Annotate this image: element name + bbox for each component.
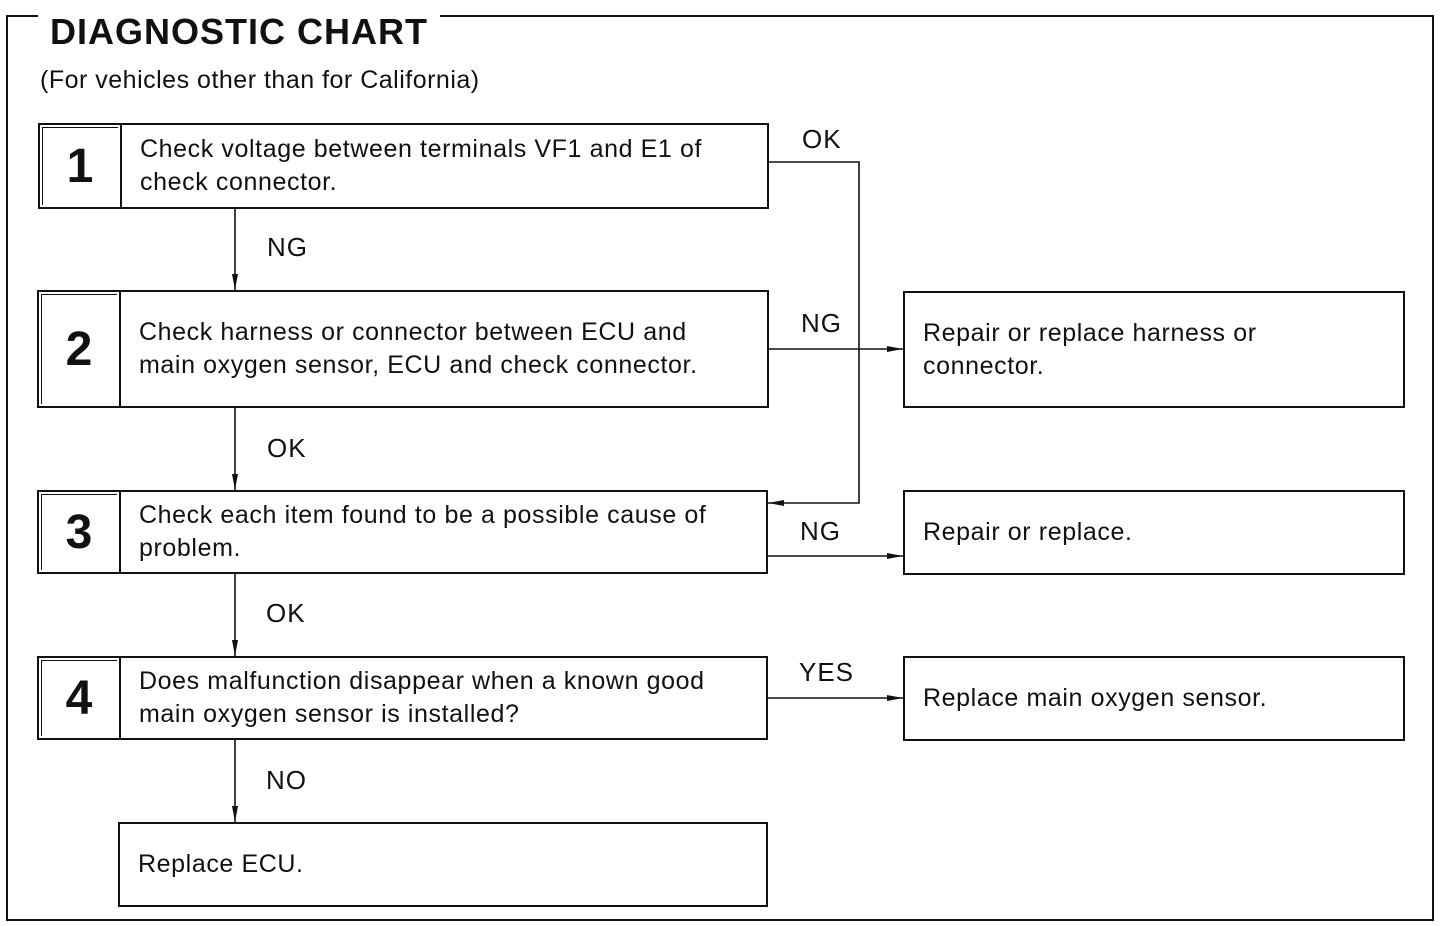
result-replace-ecu: Replace ECU. bbox=[118, 822, 768, 907]
step-1-text: Check voltage between terminals VF1 and … bbox=[140, 135, 703, 196]
step-2-box: 2 Check harness or connector between ECU… bbox=[37, 290, 769, 408]
step-4-box: 4 Does malfunction disappear when a know… bbox=[37, 656, 768, 740]
step-1-box: 1 Check voltage between terminals VF1 an… bbox=[38, 123, 769, 209]
result-repair-harness: Repair or replace harness or connector. bbox=[903, 291, 1405, 408]
step-3-box: 3 Check each item found to be a possible… bbox=[37, 490, 768, 574]
step-4-text: Does malfunction disappear when a known … bbox=[139, 667, 705, 728]
label-step4-no: NO bbox=[266, 765, 307, 795]
step-2-text: Check harness or connector between ECU a… bbox=[139, 318, 698, 379]
result-repair-harness-text: Repair or replace harness or connector. bbox=[923, 318, 1257, 380]
label-step3-ng: NG bbox=[800, 516, 841, 546]
step-3-number: 3 bbox=[39, 492, 121, 572]
label-step1-ok: OK bbox=[802, 124, 842, 154]
step-4-number: 4 bbox=[39, 658, 121, 738]
label-step2-ok: OK bbox=[267, 433, 307, 463]
diagnostic-chart-frame: DIAGNOSTIC CHART bbox=[6, 14, 1434, 921]
step-1-number: 1 bbox=[40, 125, 122, 207]
result-replace-oxygen-sensor: Replace main oxygen sensor. bbox=[903, 656, 1405, 741]
arrow-1-ok-to-3 bbox=[768, 161, 860, 506]
chart-title: DIAGNOSTIC CHART bbox=[38, 14, 440, 50]
label-step4-yes: YES bbox=[799, 657, 855, 687]
result-repair-replace-text: Repair or replace. bbox=[923, 518, 1133, 546]
chart-subtitle: (For vehicles other than for California) bbox=[40, 66, 480, 94]
label-step1-ng: NG bbox=[267, 232, 308, 262]
result-replace-ecu-text: Replace ECU. bbox=[138, 850, 304, 878]
label-step2-ng: NG bbox=[801, 308, 842, 338]
result-replace-oxygen-sensor-text: Replace main oxygen sensor. bbox=[923, 684, 1268, 712]
label-step3-ok: OK bbox=[266, 598, 306, 628]
step-3-text: Check each item found to be a possible c… bbox=[139, 501, 707, 562]
result-repair-replace: Repair or replace. bbox=[903, 490, 1405, 575]
step-2-number: 2 bbox=[39, 292, 121, 406]
